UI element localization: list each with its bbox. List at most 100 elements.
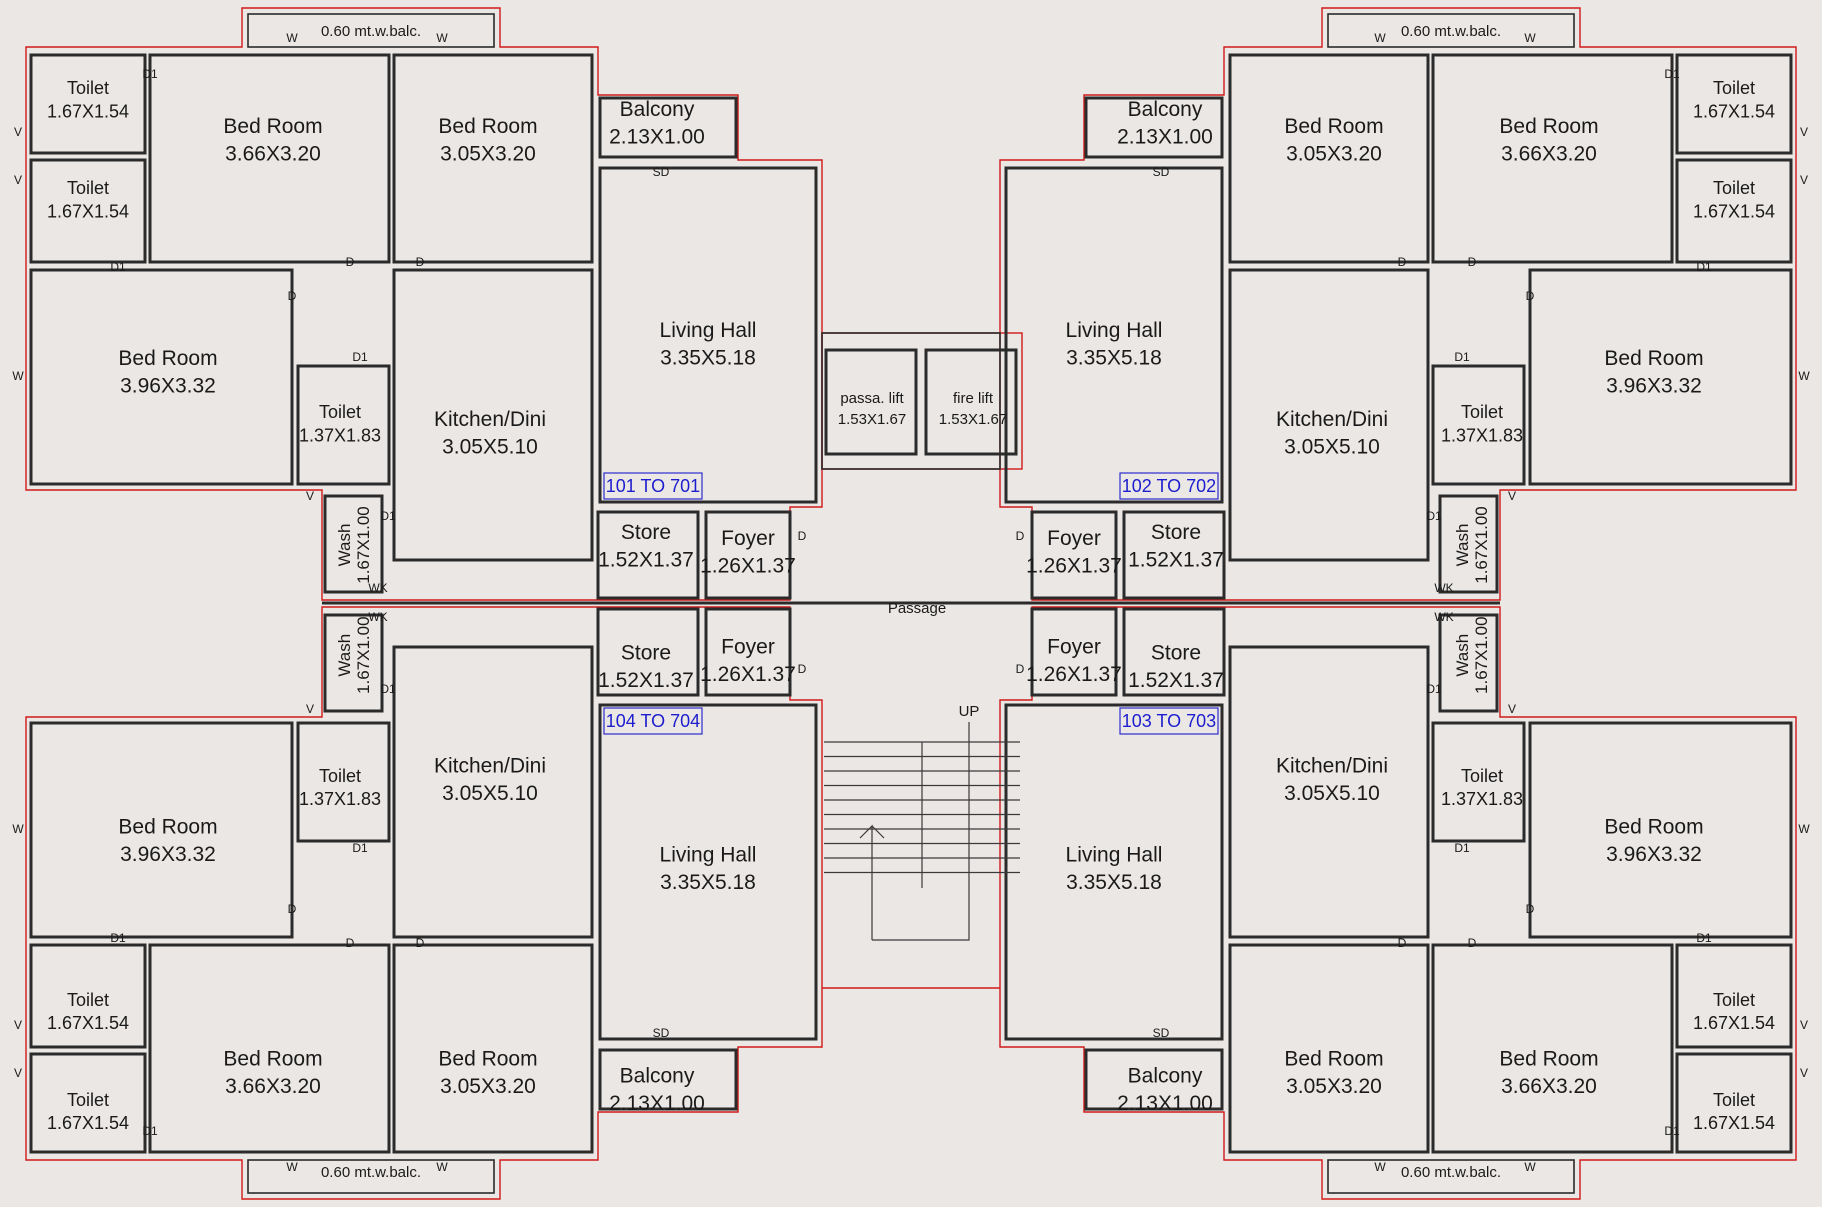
core: Passage UP passa. lift 1.53X1.67 fire li…: [838, 390, 1007, 720]
room-label-wash-br: Wash1.67X1.00: [1453, 616, 1491, 694]
mark-window-br-11: W: [1798, 822, 1810, 836]
room-name-kitchen-tl: Kitchen/Dini: [434, 408, 546, 431]
flat-tag-box-bl: [603, 707, 703, 735]
passa-lift-size: 1.53X1.67: [838, 411, 906, 428]
room-name-bed-2-tr: Bed Room: [1284, 115, 1383, 138]
room-size-living-tl: 3.35X5.18: [660, 346, 756, 369]
room-bed-1-br: [1431, 943, 1674, 1154]
room-size-store-tr: 1.52X1.37: [1128, 548, 1224, 571]
mark-vent-br-10: V: [1800, 1018, 1808, 1032]
room-name-foyer-br: Foyer: [1047, 636, 1101, 659]
room-bed-3-br: [1528, 721, 1793, 939]
mark-window-bl-7: W: [286, 1160, 298, 1174]
mark-door-tr-4: D: [1526, 289, 1535, 303]
mark-door1-tl-0: D1: [142, 67, 158, 81]
mark-door-tl-2: D: [346, 255, 355, 269]
room-bed-2-tl: [392, 53, 594, 264]
w-balc-tr: [1327, 13, 1575, 48]
room-balcony-br: [1084, 1048, 1224, 1111]
room-name-bed-2-br: Bed Room: [1284, 1048, 1383, 1071]
room-kitchen-tr: [1228, 268, 1430, 562]
room-size-bed-1-tr: 3.66X3.20: [1501, 142, 1597, 165]
stair-run: [872, 722, 970, 941]
mark-door-bl-4: D: [288, 902, 297, 916]
mark-door1-tr-6: D1: [1426, 509, 1442, 523]
room-living-tr: [1004, 166, 1224, 504]
flat-tag-bl: 104 TO 704: [606, 711, 700, 731]
room-name-bed-3-tr: Bed Room: [1604, 347, 1703, 370]
mark-window-bl-8: W: [436, 1160, 448, 1174]
room-balcony-bl: [598, 1048, 738, 1111]
room-name-store-tr: Store: [1151, 521, 1201, 544]
room-toilet-a-br: [1675, 1052, 1793, 1154]
room-name-kitchen-tr: Kitchen/Dini: [1276, 408, 1388, 431]
room-name-toilet-b-bl: Toilet: [67, 990, 109, 1010]
mark-window-tr-11: W: [1798, 369, 1810, 383]
mark-vent-br-12: V: [1508, 702, 1516, 716]
mark-door1-tl-1: D1: [110, 260, 126, 274]
flat-bl: 0.60 mt.w.balc.Toilet1.67X1.54Toilet1.67…: [47, 616, 796, 1181]
room-toilet-b-tl: [29, 158, 147, 264]
room-name-toilet-c-tr: Toilet: [1461, 402, 1503, 422]
mark-door-tl-15: D: [798, 529, 807, 543]
room-name-bed-2-tl: Bed Room: [438, 115, 537, 138]
room-size-living-br: 3.35X5.18: [1066, 871, 1162, 894]
room-size-foyer-tl: 1.26X1.37: [700, 554, 796, 577]
mark-door1-tl-6: D1: [380, 509, 396, 523]
room-toilet-c-br: [1431, 721, 1526, 843]
room-label-wash-tl: Wash1.67X1.00: [335, 506, 373, 584]
room-bed-3-tl: [29, 268, 294, 486]
room-size-balcony-br: 2.13X1.00: [1117, 1092, 1213, 1115]
staircase: [824, 722, 1020, 941]
room-toilet-c-bl: [296, 721, 391, 843]
room-size-kitchen-bl: 3.05X5.10: [442, 782, 538, 805]
room-name-living-br: Living Hall: [1066, 844, 1163, 867]
mark-sliding-tl-13: SD: [653, 165, 670, 179]
mark-door-tr-3: D: [1398, 255, 1407, 269]
w-balc-label-br: 0.60 mt.w.balc.: [1401, 1164, 1501, 1181]
w-balc-bl: [247, 1159, 495, 1194]
room-size-living-bl: 3.35X5.18: [660, 871, 756, 894]
room-name-toilet-a-br: Toilet: [1713, 1090, 1755, 1110]
walls: [29, 13, 1793, 1194]
room-toilet-c-tr: [1431, 364, 1526, 486]
fire-lift-name: fire lift: [953, 390, 994, 407]
room-name-living-bl: Living Hall: [660, 844, 757, 867]
room-store-br: [1122, 607, 1226, 697]
mark-vent-tl-10: V: [14, 173, 22, 187]
room-name-bed-1-br: Bed Room: [1499, 1048, 1598, 1071]
mark-door-br-4: D: [1526, 902, 1535, 916]
room-size-balcony-tr: 2.13X1.00: [1117, 125, 1213, 148]
flat-br: 0.60 mt.w.balc.Toilet1.67X1.54Toilet1.67…: [1026, 616, 1775, 1181]
room-size-kitchen-br: 3.05X5.10: [1284, 782, 1380, 805]
mark-door1-bl-6: D1: [380, 682, 396, 696]
room-bed-2-bl: [392, 943, 594, 1154]
room-name-balcony-tl: Balcony: [620, 98, 695, 121]
room-name-bed-1-bl: Bed Room: [223, 1048, 322, 1071]
room-name-bed-1-tl: Bed Room: [223, 115, 322, 138]
room-size-bed-1-bl: 3.66X3.20: [225, 1075, 321, 1098]
mark-window-tl-8: W: [436, 31, 448, 45]
flat-tl: 0.60 mt.w.balc.Toilet1.67X1.54Toilet1.67…: [47, 23, 796, 584]
flat-tag-box-br: [1119, 707, 1219, 735]
mark-wk-tl-14: WK: [368, 581, 387, 595]
room-size-toilet-c-tr: 1.37X1.83: [1441, 425, 1523, 445]
room-bed-3-tr: [1528, 268, 1793, 486]
room-size-toilet-a-tr: 1.67X1.54: [1693, 101, 1775, 121]
mark-door-bl-3: D: [416, 936, 425, 950]
mark-door-bl-2: D: [346, 936, 355, 950]
mark-door1-bl-5: D1: [352, 841, 368, 855]
room-store-tr: [1122, 510, 1226, 600]
room-bed-2-br: [1228, 943, 1430, 1154]
flat-outline-bl: [25, 606, 823, 1200]
room-size-foyer-tr: 1.26X1.37: [1026, 554, 1122, 577]
room-size-toilet-b-br: 1.67X1.54: [1693, 1013, 1775, 1033]
room-size-store-br: 1.52X1.37: [1128, 669, 1224, 692]
mark-vent-tr-12: V: [1508, 489, 1516, 503]
room-balcony-tr: [1084, 96, 1224, 159]
flat-tag-box-tr: [1119, 472, 1219, 500]
room-size-balcony-bl: 2.13X1.00: [609, 1092, 705, 1115]
room-size-bed-3-tr: 3.96X3.32: [1606, 374, 1702, 397]
room-size-store-tl: 1.52X1.37: [598, 548, 694, 571]
room-balcony-tl: [598, 96, 738, 159]
